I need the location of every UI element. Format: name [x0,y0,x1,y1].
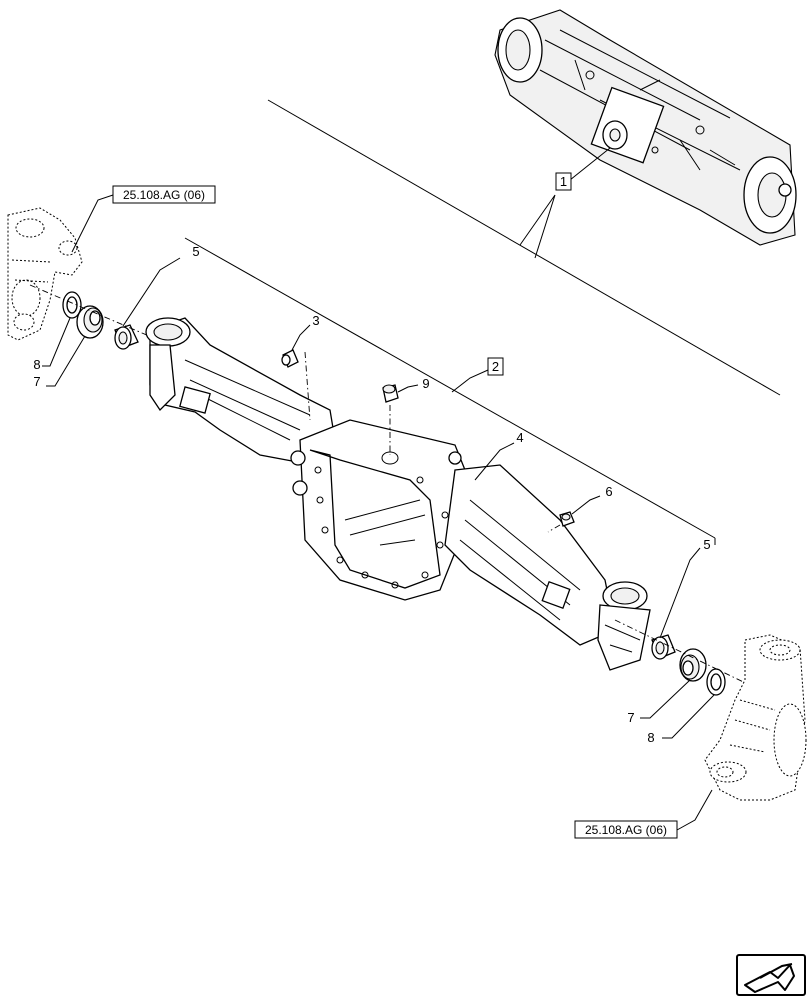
left-steering-knuckle [7,207,83,341]
callout-5-left: 5 [192,244,199,259]
left-bushing-5 [114,324,139,350]
callout-1-bracket [519,194,556,259]
ref-leader-top-left [71,194,114,253]
callout-2-box [487,357,504,376]
callout-2-label: 2 [492,359,499,374]
left-bearing-7 [76,305,104,339]
callout-8-right: 8 [647,730,654,745]
callout-1-leader [569,147,611,181]
callout-7-left: 7 [33,374,40,389]
callout-1-label: 1 [560,174,567,189]
right-bearing-7 [679,648,707,682]
callout-5-left-leader [122,257,181,327]
right-bushing-5 [651,634,676,660]
callout-9-leader [397,384,419,393]
ref-label-bottom-right[interactable]: 25.108.AG (06) [585,823,667,837]
pin-3-axis [304,351,311,421]
callout-5-right: 5 [703,537,710,552]
callout-3-label: 3 [312,313,319,328]
right-thrust-washer-8 [706,668,726,696]
callout-2-leader [451,369,489,393]
callout-8-left: 8 [33,357,40,372]
callout-4-leader [474,442,515,481]
callout-8-left-leader [42,317,71,367]
callout-3-leader [291,324,311,351]
callout-7-right-leader [640,679,691,719]
breather-plug-9 [382,384,399,403]
fitting-6-axis [547,524,561,533]
ref-box-top-left[interactable] [112,185,216,204]
dowel-pin-3 [281,349,299,368]
grease-fitting-6 [559,511,575,527]
callout-6-leader [571,495,601,515]
left-thrust-washer-8 [62,291,82,319]
axle-assembly-thumbnail [494,9,797,246]
callout-7-right: 7 [627,710,634,725]
callout-6-label: 6 [605,484,612,499]
axle-housing-4 [145,317,651,671]
callout-9-label: 9 [422,376,429,391]
callout-1-box [555,172,572,191]
callout-1-boundary-line [267,99,781,396]
callout-5-right-leader [659,547,701,639]
right-steering-knuckle [704,634,807,801]
callout-4-label: 4 [516,430,523,445]
callout-8-right-leader [662,694,715,739]
callout-2-boundary-line [184,237,716,539]
callout-7-left-leader [46,335,86,387]
ref-label-top-left[interactable]: 25.108.AG (06) [123,188,205,202]
ref-leader-bottom-right [676,789,713,831]
next-page-arrow-icon[interactable] [736,954,806,996]
